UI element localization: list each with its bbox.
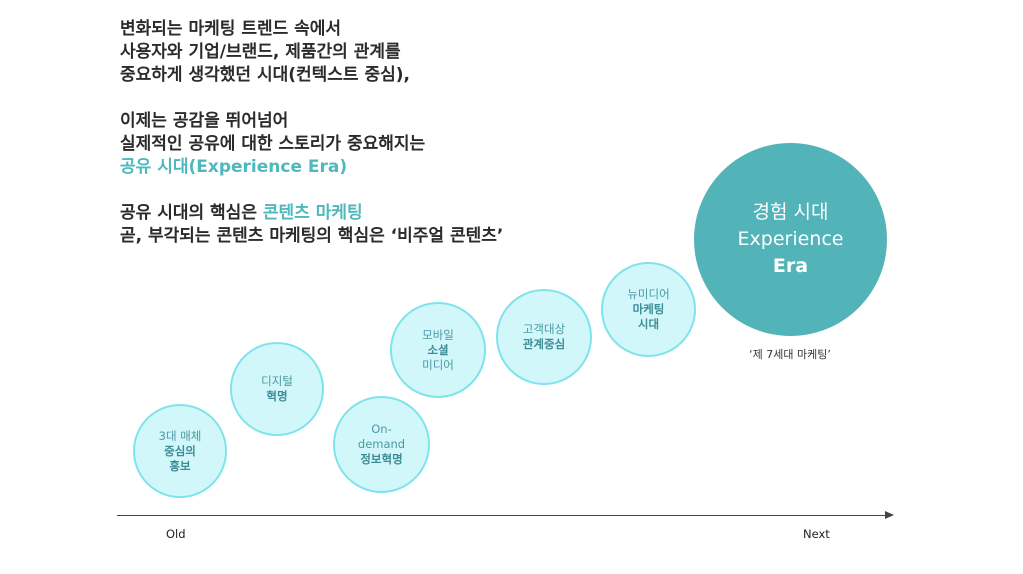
bubble-mass-media: 3대 매체 중심의 홍보 bbox=[133, 404, 227, 498]
bubble-label: 중심의 bbox=[164, 443, 196, 458]
intro-text: 변화되는 마케팅 트렌드 속에서 사용자와 기업/브랜드, 제품간의 관계를 중… bbox=[120, 18, 503, 248]
bubble-label: 미디어 bbox=[422, 357, 454, 372]
bubble-customer-relationship: 고객대상 관계중심 bbox=[496, 289, 592, 385]
intro-line: 공유 시대의 핵심은 콘텐츠 마케팅 bbox=[120, 202, 503, 225]
bubble-label: 3대 매체 bbox=[158, 428, 202, 443]
bubble-label: 관계중심 bbox=[522, 337, 566, 351]
bubble-label: 디지털 bbox=[261, 374, 293, 388]
intro-line: 사용자와 기업/브랜드, 제품간의 관계를 bbox=[120, 42, 401, 62]
timeline-axis bbox=[117, 515, 887, 516]
bubble-on-demand: On- demand 정보혁명 bbox=[333, 396, 430, 493]
intro-accent-line: 공유 시대(Experience Era) bbox=[120, 157, 348, 177]
big-circle-label: 경험 시대 bbox=[752, 201, 829, 223]
intro-line: 실제적인 공유에 대한 스토리가 중요해지는 bbox=[120, 134, 426, 154]
intro-line: 중요하게 생각했던 시대(컨텍스트 중심), bbox=[120, 65, 410, 85]
axis-label-next: Next bbox=[803, 527, 830, 541]
bubble-label: On- bbox=[371, 422, 392, 436]
bubble-label: demand bbox=[357, 437, 406, 451]
intro-line: 곧, 부각되는 콘텐츠 마케팅의 핵심은 ‘비주얼 콘텐츠’ bbox=[120, 226, 504, 246]
intro-line-prefix: 공유 시대의 핵심은 bbox=[120, 203, 263, 223]
bubble-label: 홍보 bbox=[169, 458, 191, 473]
bubble-label: 뉴미디어 bbox=[627, 287, 670, 301]
bubble-label: 혁명 bbox=[266, 389, 288, 403]
bubble-mobile-social-media: 모바일 소셜 미디어 bbox=[390, 302, 486, 398]
intro-accent-text: 콘텐츠 마케팅 bbox=[262, 203, 363, 223]
bubble-label: 소셜 bbox=[427, 342, 449, 357]
bubble-label: 모바일 bbox=[422, 327, 454, 342]
big-circle-label: Experience bbox=[737, 228, 844, 250]
bubble-label: 시대 bbox=[637, 317, 660, 331]
intro-line: 변화되는 마케팅 트렌드 속에서 bbox=[120, 19, 342, 39]
axis-label-old: Old bbox=[166, 527, 186, 541]
seventh-generation-caption: ‘제 7세대 마케팅’ bbox=[749, 348, 831, 361]
bubble-label: 정보혁명 bbox=[360, 452, 403, 466]
experience-era-circle: 경험 시대 Experience Era bbox=[694, 143, 887, 336]
bubble-digital-revolution: 디지털 혁명 bbox=[230, 342, 324, 436]
arrow-right-icon bbox=[885, 511, 894, 519]
bubble-label: 마케팅 bbox=[632, 302, 665, 316]
intro-line: 이제는 공감을 뛰어넘어 bbox=[120, 111, 289, 131]
bubble-label: 고객대상 bbox=[522, 322, 566, 336]
bubble-new-media-marketing: 뉴미디어 마케팅 시대 bbox=[601, 262, 696, 357]
big-circle-label: Era bbox=[772, 255, 809, 277]
